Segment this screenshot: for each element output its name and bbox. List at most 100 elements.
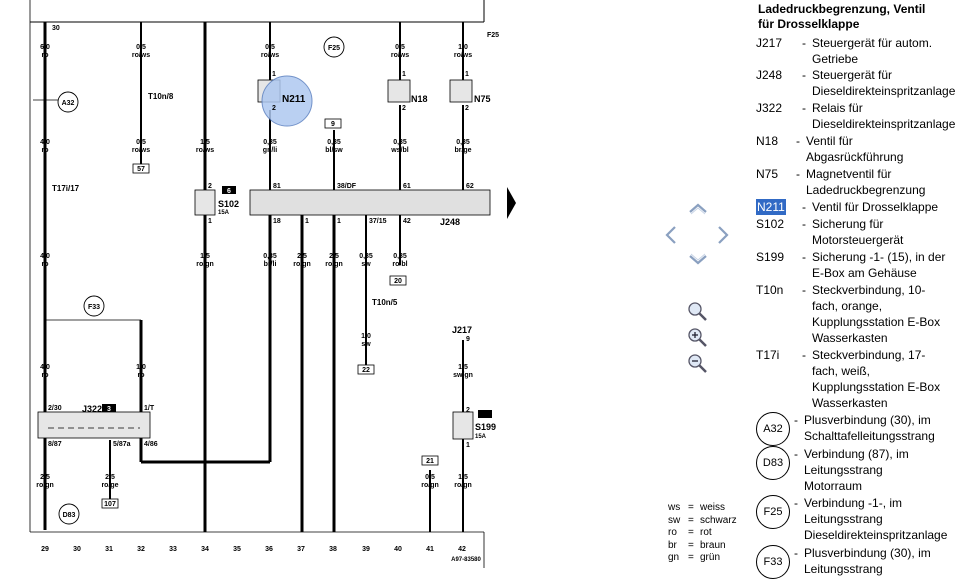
connector-t17i17: T17i/17 [52,184,80,193]
box-number: 6 [227,188,231,195]
legend-description-line: Leitungsstrang [804,512,883,526]
wire-gauge: 0,35 [456,139,470,146]
legend-description-line: Ventil für [806,134,853,148]
box-number: 20 [394,278,402,285]
zoom-out-icon[interactable] [686,352,708,374]
color-equals: = [688,539,694,551]
column-number: 39 [362,546,370,553]
wire-color: ro/gn [454,482,472,489]
legend-node-symbol: F33 [756,545,790,579]
color-abbr: ws [668,502,681,513]
pin-label: 9 [466,336,470,343]
box-number: 9 [331,121,335,128]
pan-control [663,200,733,270]
zoom-in-icon[interactable] [686,326,708,348]
wire-color: sw [361,261,371,268]
legend-description-line: Plusverbindung (30), im [804,413,931,427]
column-number: 42 [458,546,466,553]
wire-gauge: 2,5 [40,474,50,481]
pin-label: 1 [402,71,406,78]
legend-node-symbol: F25 [756,495,790,529]
legend-title-line-1: Ladedruckbegrenzung, Ventil [758,2,926,16]
wire-color: ro/ws [132,147,150,154]
legend-title-line-2: für Drosselklappe [758,17,860,31]
legend-description-line: Ladedruckbegrenzung [806,183,926,197]
wire-color: ro [42,261,49,268]
wire-gauge: 2,5 [105,474,115,481]
pan-left-icon[interactable] [665,226,676,244]
color-key-row: gn=grün [668,552,737,565]
expand-arrow-icon[interactable] [505,185,517,221]
control-unit-j217-label: J217 [452,325,472,335]
control-unit-j248-box [249,189,491,216]
connector-t10n8: T10n/8 [148,92,174,101]
pan-down-icon[interactable] [689,255,707,265]
top-label-right: F25 [487,32,499,39]
legend-description-line: Sicherung -1- (15), in der [812,250,946,264]
fuse-s199-amp: 15A [475,434,487,440]
pin-label: 1 [305,218,309,225]
legend-description-line: Steuergerät für [812,68,893,82]
legend-description-line: fach, weiß, [812,364,871,378]
wire-gauge: 4,0 [40,364,50,371]
wire-color: ro [138,372,145,379]
wire-gauge: 1,0 [458,44,468,51]
legend-dash: - [802,348,806,362]
zoom-icon[interactable] [686,300,708,322]
legend-code: J217 [756,36,783,50]
pin-label: 2 [402,105,406,112]
node-label: A32 [62,100,75,107]
box-number: 22 [362,367,370,374]
legend-description-line: Verbindung (87), im [804,447,909,461]
wire-color: ro [42,372,49,379]
box-number: 57 [137,166,145,173]
legend-description: Steuergerät für autom.Getriebe [812,35,932,67]
legend-panel: Ladedruckbegrenzung, Ventil für Drosselk… [756,0,963,579]
valve-n211-label: N211 [282,94,306,105]
wire-color: ro/gn [196,261,214,268]
legend-dash: - [802,283,806,297]
pin-label: 81 [273,183,281,190]
legend-description-line: Verbindung -1-, im [804,496,903,510]
legend-description: Plusverbindung (30), im Leitungsstrang [804,545,931,577]
wire-gauge: 1,5 [200,253,210,260]
legend-description-line: Plusverbindung (30), im [804,546,931,560]
wire-gauge: 0,35 [393,139,407,146]
legend-description-line: Leitungsstrang [804,463,883,477]
wire-gauge: 1,0 [136,364,146,371]
wire-gauge: 1,0 [361,333,371,340]
wire-color: ws/bl [390,147,409,154]
node-a32 [57,91,79,113]
fuse-s102-box [194,189,216,216]
color-name: rot [700,527,712,538]
column-number: 40 [394,546,402,553]
wiring-diagram: 6,0ro0,5ro/ws0,5ro/ws0,5ro/ws1,0ro/ws4,0… [29,0,499,568]
legend-node-symbol: A32 [756,412,790,446]
legend-dash: - [802,101,806,115]
pan-up-icon[interactable] [689,203,707,213]
wire-color: ro/ws [196,147,214,154]
column-number: 33 [169,546,177,553]
legend-description-line: E-Box am Gehäuse [812,266,917,280]
wire-color: ro/ws [261,52,279,59]
wire-gauge: 0,5 [136,139,146,146]
legend-description-line: Magnetventil für [806,167,892,181]
fuse-s199-label: S199 [475,422,496,432]
legend-description-line: Motorraum [804,479,863,493]
pin-label: 5/87a [113,441,131,448]
legend-description-line: Leitungsstrang [804,562,883,576]
color-equals: = [688,514,694,526]
pin-label: 1 [465,71,469,78]
column-number: 31 [105,546,113,553]
pin-label: 4/86 [144,441,158,448]
node-label: F33 [88,304,100,311]
pan-right-icon[interactable] [718,226,729,244]
wire-color: ro/gn [421,482,439,489]
legend-code: J248 [756,68,783,82]
wire-gauge: 2,5 [329,253,339,260]
wire-gauge: 4,0 [40,139,50,146]
box-number: 107 [104,501,116,508]
